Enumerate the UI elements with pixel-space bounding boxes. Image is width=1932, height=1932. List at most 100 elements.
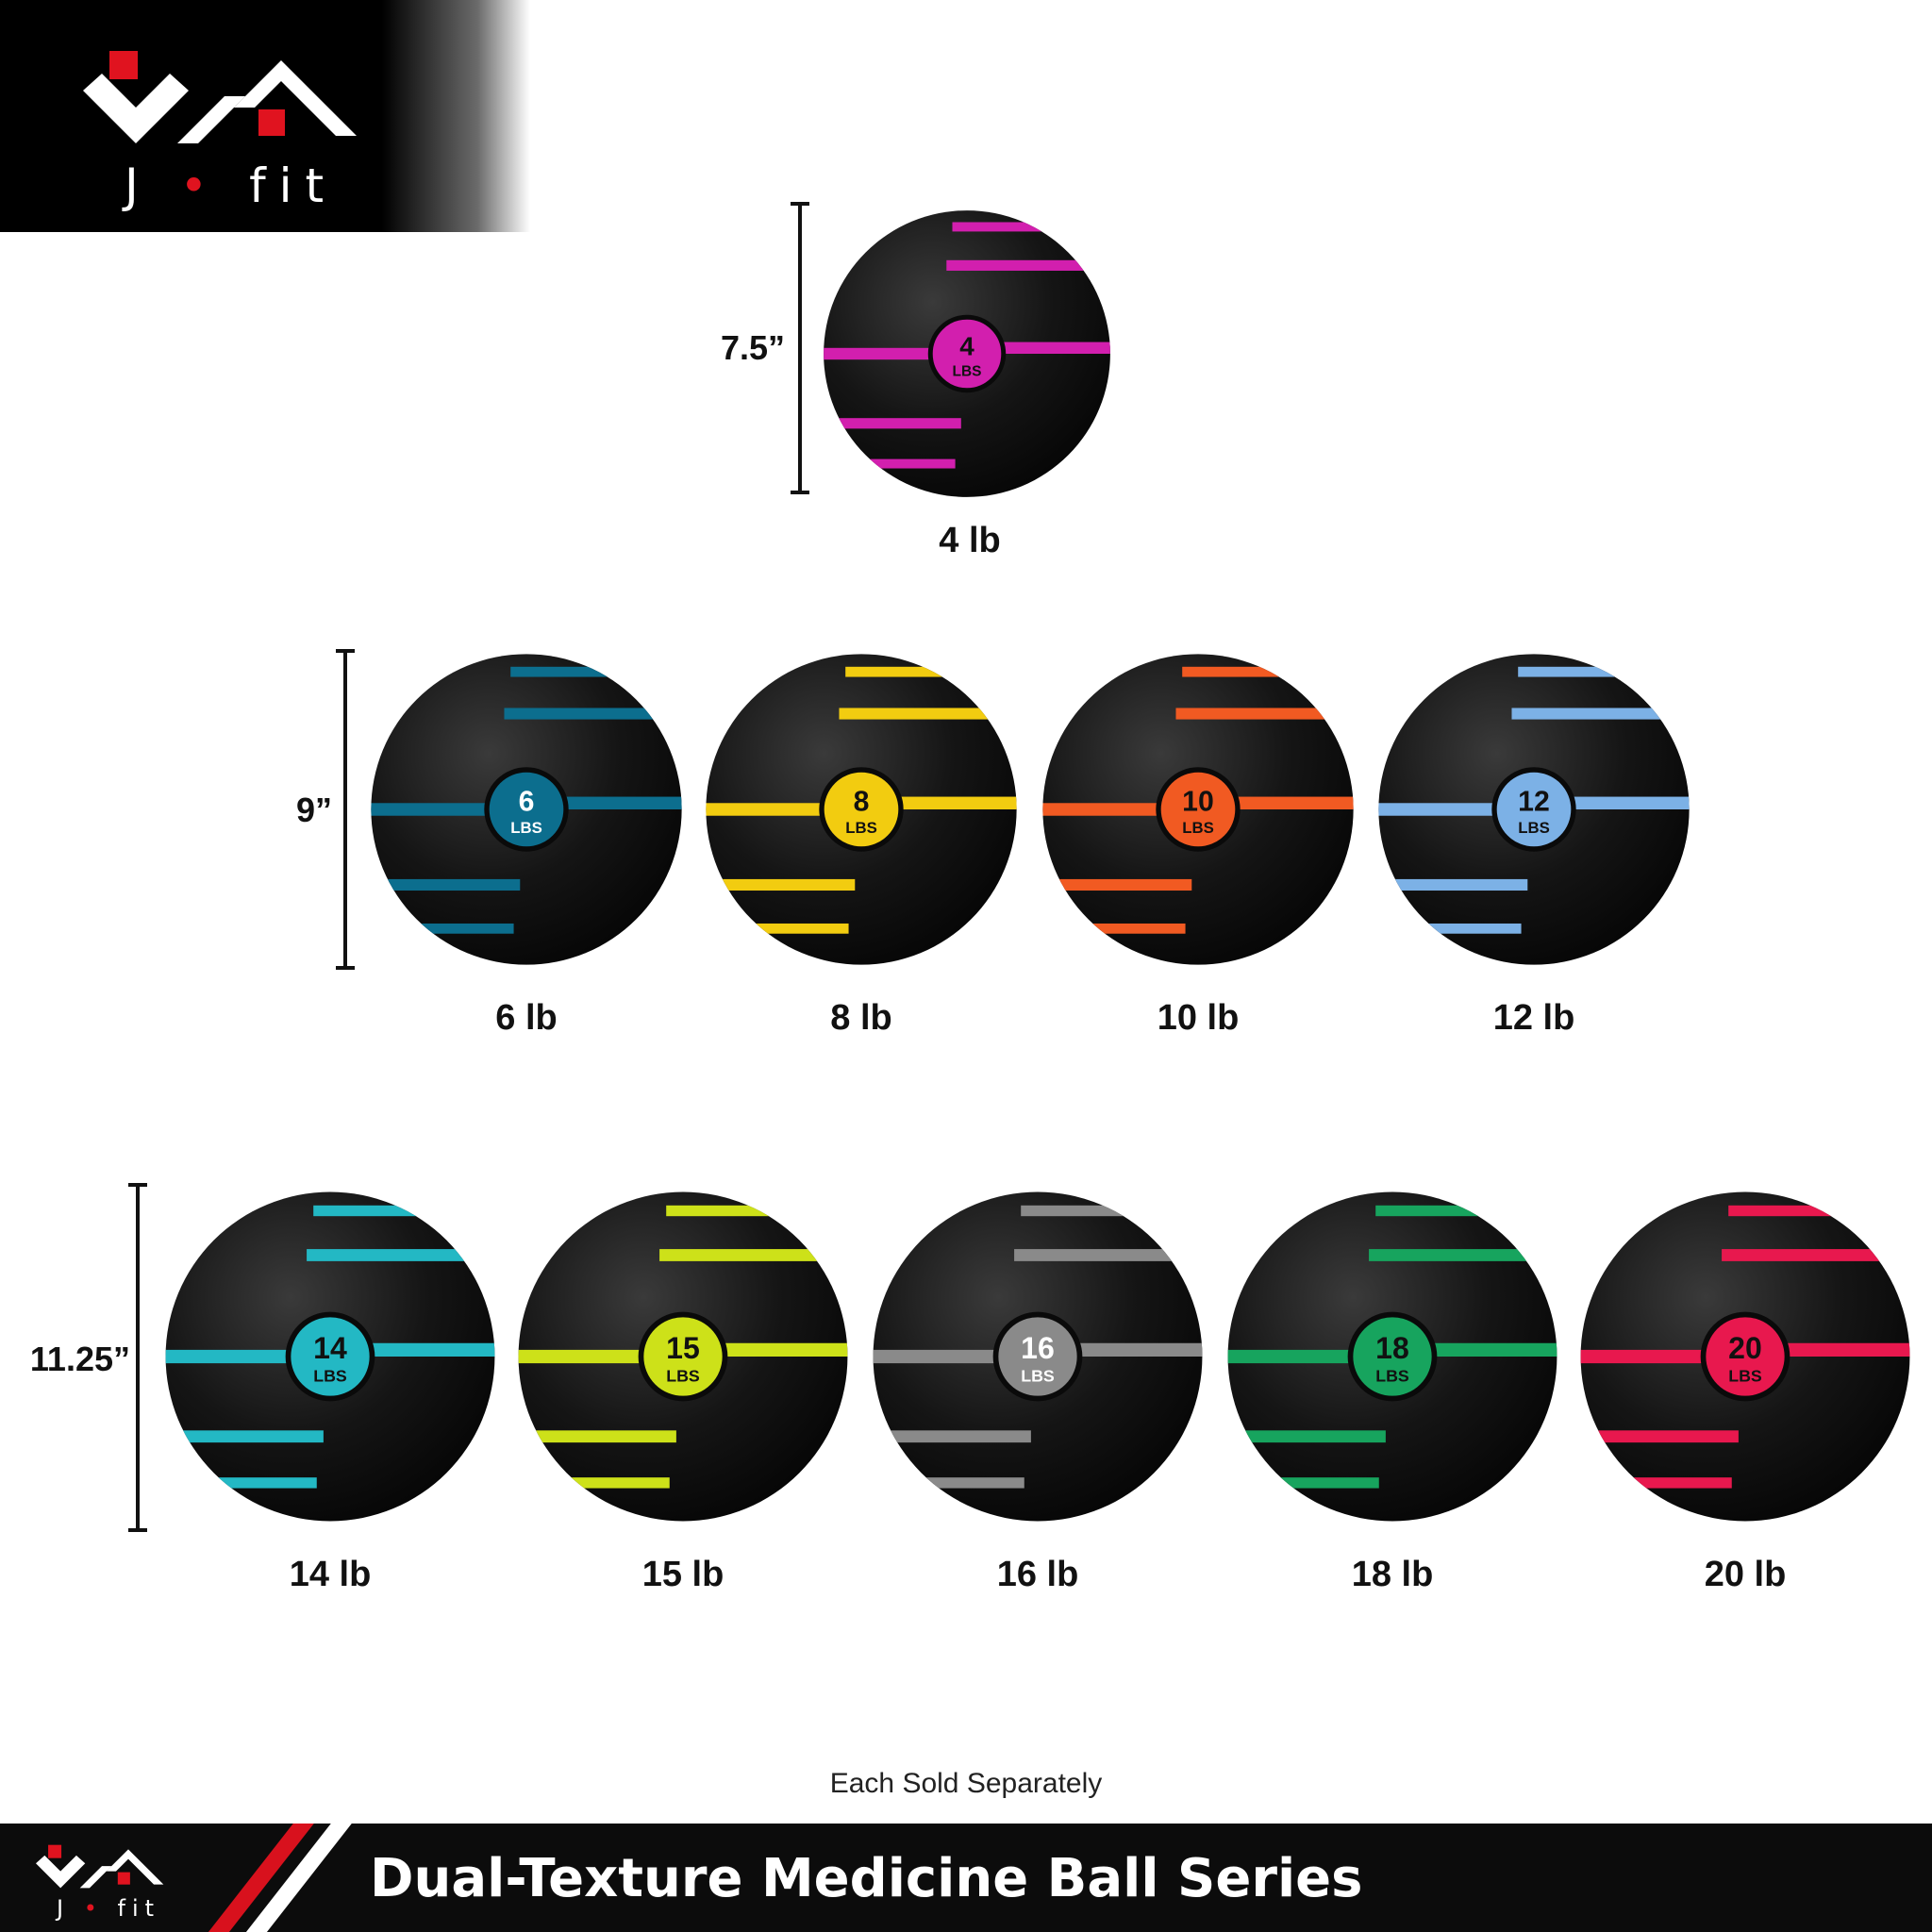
weight-badge-number: 4	[959, 332, 974, 361]
ball-stripe	[723, 1342, 848, 1357]
ball-stripe	[518, 1477, 670, 1489]
weight-badge-number: 15	[666, 1331, 700, 1365]
ball-label-16lb: 16 lb	[996, 1555, 1079, 1594]
footer-jfit-logo-icon	[36, 1844, 164, 1889]
ball-stripe	[371, 923, 514, 934]
ball-stripe	[839, 708, 1017, 720]
brand-wordmark: J • fit	[125, 158, 338, 213]
ball-stripe	[165, 1477, 317, 1489]
sold-separately-note: Each Sold Separately	[829, 1768, 1103, 1799]
ball-stripe	[873, 1349, 998, 1364]
ball-stripe	[1378, 878, 1528, 891]
ball-stripe	[952, 222, 1110, 232]
weight-badge	[927, 314, 1007, 393]
weight-badge-number: 6	[519, 787, 535, 818]
ball-stripe	[1236, 796, 1354, 809]
ball-stripe	[1021, 1205, 1203, 1217]
ball-stripe	[165, 1349, 291, 1364]
ball-stripe	[165, 1430, 324, 1443]
weight-badge-unit: LBS	[1182, 819, 1214, 837]
weight-badge	[992, 1311, 1083, 1402]
ball-stripe	[1227, 1477, 1379, 1489]
weight-badge	[638, 1311, 728, 1402]
ball-stripe	[371, 803, 489, 816]
ball-stripe	[371, 878, 521, 891]
ball-stripe	[1378, 803, 1496, 816]
ball-label-20lb: 20 lb	[1704, 1555, 1787, 1594]
weight-badge-unit: LBS	[666, 1367, 700, 1386]
ball-stripe	[873, 1430, 1031, 1443]
ball-stripe	[504, 708, 682, 720]
brand-logo-panel: J • fit	[0, 0, 530, 232]
ball-stripe	[899, 796, 1017, 809]
ball-stripe	[1042, 923, 1186, 934]
ball-stripe	[1572, 796, 1690, 809]
weight-badge-number: 14	[313, 1331, 347, 1365]
ball-stripe	[1580, 1477, 1732, 1489]
ball-stripe	[1432, 1342, 1557, 1357]
weight-badge-unit: LBS	[845, 819, 877, 837]
ball-stripe	[824, 458, 956, 469]
weight-badge	[1700, 1311, 1790, 1402]
ball-stripe	[1375, 1205, 1557, 1217]
ball-stripe	[1014, 1249, 1203, 1261]
ball-stripe	[1077, 1342, 1203, 1357]
ball-stripe	[1378, 923, 1522, 934]
ball-stripe	[1511, 708, 1690, 720]
dimension-bracket-row-3	[128, 1183, 147, 1532]
ball-stripe	[1722, 1249, 1910, 1261]
ball-stripe	[518, 1349, 643, 1364]
ball-stripe	[1227, 1349, 1353, 1364]
ball-stripe	[659, 1249, 848, 1261]
ball-label-12lb: 12 lb	[1492, 998, 1575, 1038]
weight-badge	[1347, 1311, 1438, 1402]
jfit-logo-icon	[83, 51, 357, 143]
weight-badge-unit: LBS	[1021, 1367, 1055, 1386]
ball-label-4lb: 4 lb	[939, 521, 1001, 560]
dimension-label-row-2: 9”	[295, 791, 332, 829]
ball-stripe	[1580, 1430, 1739, 1443]
ball-stripe	[1369, 1249, 1557, 1261]
dimension-label-row-1: 7.5”	[720, 328, 785, 367]
weight-badge-unit: LBS	[1518, 819, 1550, 837]
weight-badge-number: 12	[1518, 787, 1550, 818]
ball-stripe	[873, 1477, 1024, 1489]
ball-label-10lb: 10 lb	[1157, 998, 1240, 1038]
ball-label-15lb: 15 lb	[641, 1555, 724, 1594]
ball-stripe	[1042, 803, 1160, 816]
weight-badge	[1156, 767, 1241, 852]
ball-stripe	[564, 796, 682, 809]
ball-stripe	[1518, 666, 1690, 677]
ball-label-18lb: 18 lb	[1351, 1555, 1434, 1594]
weight-badge	[484, 767, 569, 852]
ball-stripe	[1182, 666, 1354, 677]
dimension-bracket-row-1	[791, 202, 809, 494]
ball-label-8lb: 8 lb	[830, 998, 892, 1038]
ball-stripe	[510, 666, 682, 677]
weight-badge-number: 18	[1375, 1331, 1409, 1365]
weight-badge	[285, 1311, 375, 1402]
weight-badge-unit: LBS	[510, 819, 542, 837]
ball-stripe	[370, 1342, 495, 1357]
weight-badge-number: 8	[854, 787, 870, 818]
weight-badge-number: 10	[1182, 787, 1214, 818]
ball-stripe	[666, 1205, 848, 1217]
weight-badge-unit: LBS	[1728, 1367, 1762, 1386]
footer-title: Dual-Texture Medicine Ball Series	[370, 1848, 1363, 1909]
ball-stripe	[946, 259, 1110, 271]
ball-stripe	[518, 1430, 676, 1443]
